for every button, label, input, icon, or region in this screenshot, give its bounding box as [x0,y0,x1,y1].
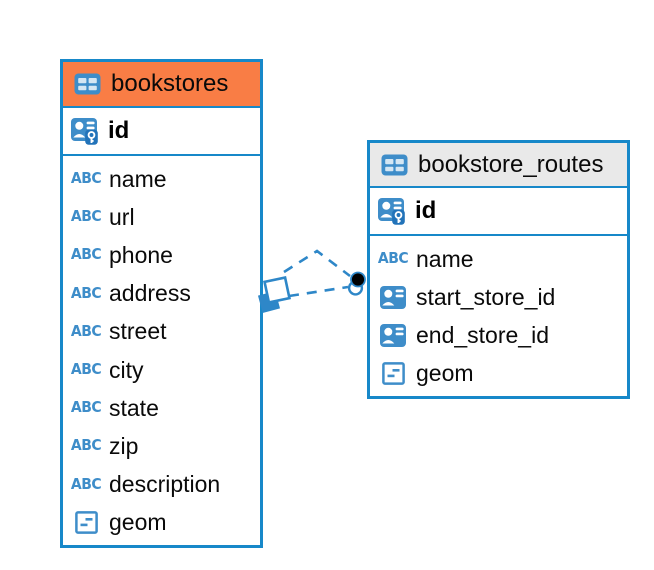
geometry-type-icon [378,362,408,386]
primary-key-icon [70,117,100,145]
column-row-state[interactable]: ABC state [63,389,260,427]
table-name: bookstores [111,70,229,97]
column-name: description [109,471,221,498]
column-name: end_store_id [416,321,549,348]
text-type-icon: ABC [70,361,102,379]
relationship-line-lower [288,285,349,298]
column-name: start_store_id [416,283,556,310]
column-name: state [109,394,159,421]
column-row-address[interactable]: ABC address [63,275,260,313]
column-name: name [109,165,167,192]
column-name: address [109,280,191,307]
table-card-bookstores[interactable]: bookstores id ABC name [60,59,263,548]
primary-key-name: id [415,197,437,224]
reference-id-icon [378,323,408,347]
text-type-icon: ABC [70,476,102,493]
text-type-icon: ABC [70,438,102,455]
text-type-icon: ABC [70,399,102,417]
column-list: ABC name start_store_id [370,236,627,396]
relationship-target-marker [347,271,366,296]
column-name: geom [416,360,474,387]
column-name: city [109,356,144,383]
table-icon [72,73,102,95]
column-row-end-store-id[interactable]: end_store_id [370,316,627,354]
geometry-type-icon [71,511,101,535]
table-header-bookstores[interactable]: bookstores [63,62,260,108]
column-row-name[interactable]: ABC name [370,240,627,278]
primary-key-icon [377,197,407,225]
text-type-icon: ABC [70,247,102,264]
table-header-bookstore-routes[interactable]: bookstore_routes [370,143,627,188]
relationship-line-upper [283,249,351,278]
text-type-icon: ABC [70,208,102,226]
column-row-geom[interactable]: geom [63,504,260,542]
primary-key-row[interactable]: id [370,188,627,236]
column-name: zip [109,432,139,459]
column-name: name [416,245,474,272]
primary-key-row[interactable]: id [63,108,260,156]
column-name: geom [109,509,167,536]
column-name: url [109,203,135,230]
column-row-url[interactable]: ABC url [63,198,260,236]
primary-key-name: id [108,117,130,144]
column-list: ABC name ABC url ABC phone ABC address A… [63,156,260,545]
column-row-zip[interactable]: ABC zip [63,427,260,465]
table-card-bookstore-routes[interactable]: bookstore_routes id ABC name [367,140,630,399]
column-row-geom[interactable]: geom [370,355,627,393]
text-type-icon: ABC [377,250,409,268]
column-name: phone [109,241,173,268]
column-row-start-store-id[interactable]: start_store_id [370,278,627,316]
column-row-street[interactable]: ABC street [63,313,260,351]
column-row-phone[interactable]: ABC phone [63,236,260,274]
text-type-icon: ABC [70,285,102,303]
table-icon [379,154,409,176]
column-row-description[interactable]: ABC description [63,466,260,504]
reference-id-icon [378,285,408,309]
column-row-name[interactable]: ABC name [63,160,260,198]
text-type-icon: ABC [70,323,102,341]
table-name: bookstore_routes [418,150,604,178]
column-row-city[interactable]: ABC city [63,351,260,389]
text-type-icon: ABC [70,170,102,188]
column-name: street [109,318,167,345]
